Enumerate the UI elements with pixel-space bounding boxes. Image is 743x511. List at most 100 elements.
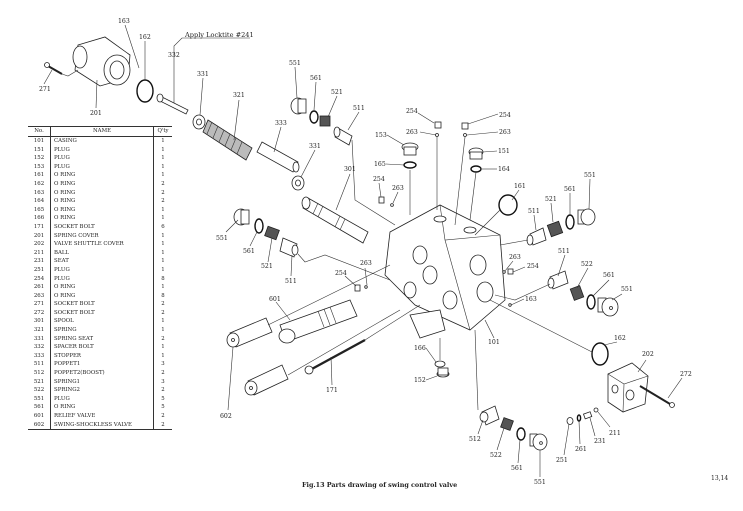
part-number: 251 <box>33 266 45 273</box>
part-qty: 1 <box>161 327 165 334</box>
callout: 231 <box>589 417 606 445</box>
part-name: PLUG <box>50 394 154 404</box>
part-qty: 3 <box>161 361 165 368</box>
svg-text:163: 163 <box>525 296 537 303</box>
part-qty: 1 <box>161 163 165 170</box>
svg-text:332: 332 <box>168 52 180 59</box>
part-number: 333 <box>33 352 45 359</box>
part-511-poppet-c <box>279 237 299 258</box>
part-name: O RING <box>50 197 154 206</box>
callout: 551 <box>584 172 596 210</box>
part-331-spring-seat <box>192 114 206 130</box>
svg-text:522: 522 <box>490 452 502 459</box>
part-name: O RING <box>50 403 154 412</box>
part-number: 161 <box>33 172 45 179</box>
part-name: RELIEF VALVE <box>50 412 154 421</box>
part-522-spring-b <box>500 417 514 431</box>
callout: 551 <box>289 60 301 99</box>
svg-text:521: 521 <box>545 196 557 203</box>
callout: 511 <box>347 105 365 131</box>
part-number: 271 <box>33 301 45 308</box>
callout: 271 <box>39 69 53 93</box>
callout: 162 <box>139 34 151 80</box>
callout: 331 <box>197 71 209 116</box>
part-number: 201 <box>33 232 45 239</box>
part-qty: 1 <box>161 146 165 153</box>
part-qty: 8 <box>161 275 165 282</box>
part-name: SWING-SHOCKLESS VALVE <box>50 420 154 431</box>
part-551-plug-c <box>233 208 250 226</box>
part-qty: 2 <box>161 370 165 377</box>
callout: 332 <box>168 37 250 103</box>
svg-text:261: 261 <box>575 446 587 453</box>
part-number: 254 <box>33 275 45 282</box>
callout: 331 <box>300 143 321 178</box>
part-qty: 2 <box>161 198 165 205</box>
part-qty: 1 <box>161 284 165 291</box>
part-511-poppet-d <box>547 270 569 290</box>
part-qty: 1 <box>161 206 165 213</box>
svg-text:602: 602 <box>220 413 232 420</box>
svg-text:511: 511 <box>285 278 297 285</box>
part-511-poppet-b <box>526 227 547 246</box>
part-number: 522 <box>33 387 45 394</box>
part-331-spring-seat-2 <box>291 175 305 191</box>
callout: 521 <box>327 89 343 118</box>
part-number: 561 <box>33 404 45 411</box>
part-name: O RING <box>50 283 154 292</box>
callout: 171 <box>326 356 338 394</box>
callout: 153 <box>375 132 405 146</box>
part-number: 163 <box>33 189 45 196</box>
part-name: PLUG <box>50 265 154 275</box>
part-254-plug-d <box>354 284 361 292</box>
part-qty: 1 <box>161 352 165 359</box>
part-561-o-ring-b <box>565 214 575 230</box>
callout: 151 <box>482 148 510 155</box>
callout: 602 <box>220 346 234 420</box>
part-qty: 1 <box>161 344 165 351</box>
svg-text:263: 263 <box>360 260 372 267</box>
svg-text:254: 254 <box>527 263 539 270</box>
callout: 263 <box>504 254 521 272</box>
callout: 561 <box>310 75 322 111</box>
part-522-spring-a <box>569 285 585 301</box>
svg-text:551: 551 <box>216 235 228 242</box>
callout: 511 <box>285 254 297 285</box>
part-164-o-ring <box>470 165 482 173</box>
part-561-o-ring-e <box>516 427 526 441</box>
svg-text:151: 151 <box>498 148 510 155</box>
assembly-guide-lines <box>267 136 593 411</box>
svg-text:171: 171 <box>326 387 338 394</box>
part-name: PLUG <box>50 162 154 172</box>
part-qty: 5 <box>161 404 165 411</box>
part-231-seat <box>582 411 593 420</box>
callout: 254 <box>335 270 357 287</box>
svg-text:161: 161 <box>514 183 526 190</box>
part-number: 211 <box>33 249 45 256</box>
part-number: 601 <box>33 413 45 419</box>
part-271-socket-bolt <box>44 62 79 77</box>
part-165-o-ring <box>403 161 417 169</box>
part-171-socket-bolt <box>304 338 366 375</box>
svg-text:162: 162 <box>614 335 626 342</box>
part-number: 152 <box>33 155 45 162</box>
part-number: 171 <box>33 223 45 230</box>
svg-text:201: 201 <box>90 110 102 117</box>
svg-text:561: 561 <box>603 272 615 279</box>
callout: 261 <box>575 420 587 453</box>
callout: 551 <box>611 286 633 301</box>
callout: 165 <box>374 161 405 168</box>
part-number: 153 <box>33 163 45 170</box>
part-number: 162 <box>33 180 45 187</box>
